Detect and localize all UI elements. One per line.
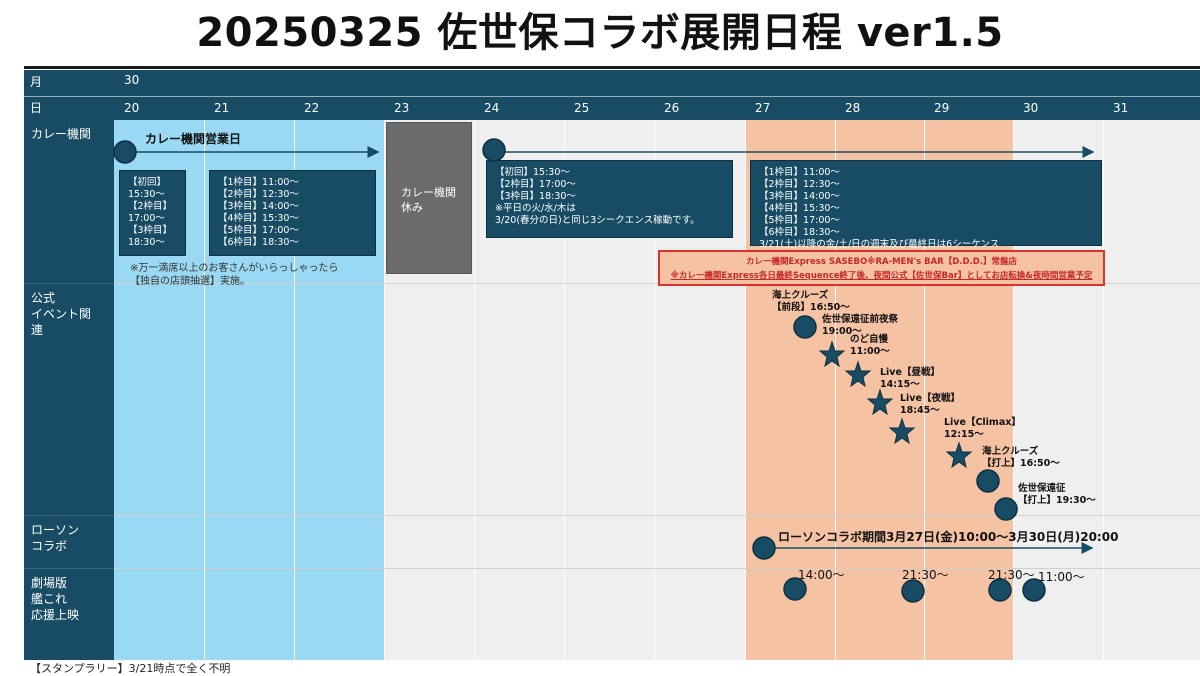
movie-time-3: 21:30〜 — [988, 568, 1035, 582]
day-29: 29 — [934, 101, 950, 115]
express-line-1: カレー機関Express SASEBO※RA-MEN's BAR【D.D.D.】… — [745, 257, 1018, 267]
day-26: 26 — [664, 101, 680, 115]
row-label-movie: 劇場版 艦これ 応援上映 — [24, 568, 114, 660]
curry-schedule-box-fourth: 【1枠目】11:00〜 【2枠目】12:30〜 【3枠目】14:00〜 【4枠目… — [750, 160, 1102, 250]
day-31: 31 — [1113, 101, 1129, 115]
row-label-curry: カレー機関 — [24, 120, 114, 283]
col-divider — [924, 70, 925, 660]
col-divider — [1103, 70, 1104, 660]
col-divider — [654, 70, 655, 660]
day-21: 21 — [214, 101, 230, 115]
event-label-sasebo-after: 佐世保遠征 【打上】19:30〜 — [1018, 483, 1096, 506]
movie-time-2: 21:30〜 — [902, 568, 949, 582]
curry-schedule-box-first: 【初回】 15:30〜 【2枠目】 17:00〜 【3枠目】 18:30〜 — [119, 170, 186, 256]
curry-open-band — [114, 70, 384, 660]
month-header-label: 月 — [24, 70, 114, 96]
col-divider — [745, 70, 746, 660]
month-header-value: 30 — [114, 70, 1200, 96]
day-22: 22 — [304, 101, 320, 115]
col-divider — [1013, 70, 1014, 660]
movie-time-4: 11:00〜 — [1038, 570, 1085, 584]
curry-rest-box: カレー機関 休み — [386, 122, 472, 274]
header-divider — [24, 96, 1200, 97]
row-label-lawson: ローソン コラボ — [24, 515, 114, 568]
col-divider — [204, 70, 205, 660]
day-23: 23 — [394, 101, 410, 115]
event-label-live-night: Live【夜戦】 18:45〜 — [900, 393, 960, 416]
row-divider — [114, 515, 1200, 516]
day-20: 20 — [124, 101, 140, 115]
event-label-eve-festival: 佐世保遠征前夜祭 19:00〜 — [822, 314, 899, 337]
title-rule — [24, 66, 1200, 69]
curry-schedule-box-second: 【1枠目】11:00〜 【2枠目】12:30〜 【3枠目】14:00〜 【4枠目… — [209, 170, 376, 256]
express-line-2: ※カレー機関Express各日最終Sequence終了後、夜間公式【佐世保Bar… — [670, 271, 1093, 281]
day-header-label: 日 — [30, 101, 43, 115]
event-weekend-band — [745, 70, 1013, 660]
col-divider — [384, 70, 385, 660]
lawson-period-label: ローソンコラボ期間3月27日(金)10:00〜3月30日(月)20:00 — [778, 530, 1119, 544]
event-label-live-climax: Live【Climax】 12:15〜 — [944, 417, 1021, 440]
event-label-cruise-pre: 海上クルーズ 【前段】16:50〜 — [772, 290, 850, 313]
col-divider — [294, 70, 295, 660]
curry-lottery-note: ※万一満席以上のお客さんがいらっしゃったら 【独自の店頭抽選】実施。 — [130, 263, 339, 287]
stamp-rally-note: 【スタンプラリー】3/21時点で全く不明 — [30, 662, 231, 675]
curry-schedule-box-third: 【初回】15:30〜 【2枠目】17:00〜 【3枠目】18:30〜 ※平日の火… — [486, 160, 733, 238]
day-25: 25 — [574, 101, 590, 115]
page-title: 20250325 佐世保コラボ展開日程 ver1.5 — [196, 10, 1004, 56]
curry-open-label: カレー機関営業日 — [145, 132, 242, 146]
curry-express-notice: カレー機関Express SASEBO※RA-MEN's BAR【D.D.D.】… — [658, 250, 1105, 286]
day-header-row: 日 — [24, 96, 1200, 120]
day-30: 30 — [1023, 101, 1039, 115]
row-divider — [114, 283, 1200, 284]
day-28: 28 — [845, 101, 861, 115]
col-divider — [474, 70, 475, 660]
day-27: 27 — [755, 101, 771, 115]
row-divider — [114, 568, 1200, 569]
event-label-live-day: Live【昼戦】 14:15〜 — [880, 367, 940, 390]
col-divider — [564, 70, 565, 660]
day-24: 24 — [484, 101, 500, 115]
movie-time-1: 14:00〜 — [798, 568, 845, 582]
event-label-cruise-after: 海上クルーズ 【打上】16:50〜 — [982, 446, 1060, 469]
event-label-nodojiman: のど自慢 11:00〜 — [850, 334, 890, 357]
row-label-official: 公式 イベント関 連 — [24, 283, 114, 515]
